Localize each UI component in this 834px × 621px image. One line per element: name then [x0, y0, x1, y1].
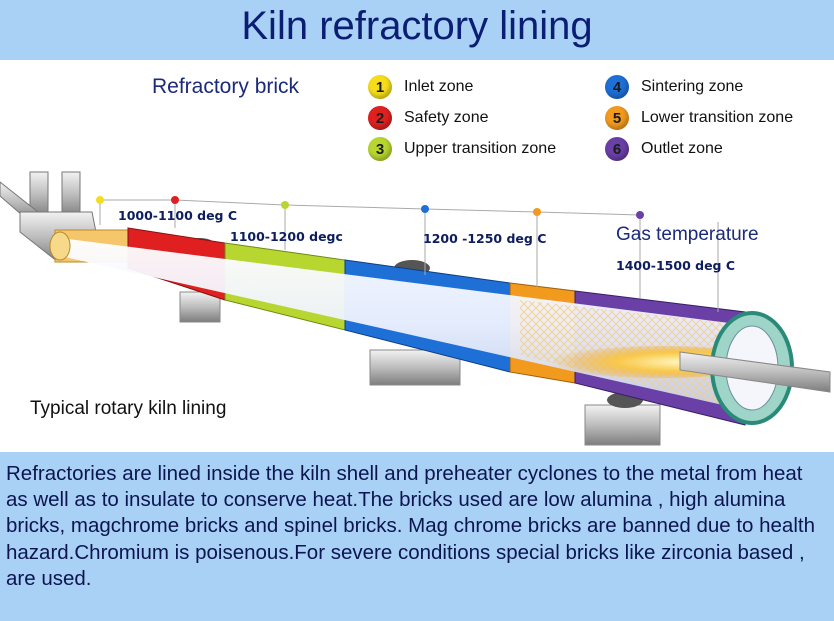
- legend-label: Safety zone: [404, 109, 489, 126]
- description-panel: Refractories are lined inside the kiln s…: [0, 452, 834, 621]
- legend-badge: 3: [368, 137, 392, 161]
- zone-markers: [96, 196, 719, 312]
- feed-pipes: [0, 171, 97, 263]
- temperature-label-3: 1200 -1250 deg C: [423, 231, 547, 246]
- legend-item-outlet: 6 Outlet zone: [605, 137, 723, 161]
- temperature-label-4: 1400-1500 deg C: [616, 258, 736, 273]
- legend-badge: 4: [605, 75, 629, 99]
- marker-safety: [171, 196, 179, 204]
- legend-label: Outlet zone: [641, 140, 723, 157]
- legend-item-inlet: 1 Inlet zone: [368, 75, 473, 99]
- kiln-caption: Typical rotary kiln lining: [30, 398, 227, 419]
- legend-item-upper-transition: 3 Upper transition zone: [368, 137, 556, 161]
- legend-badge: 2: [368, 106, 392, 130]
- legend-badge: 6: [605, 137, 629, 161]
- temperature-label-1: 1000-1100 deg C: [118, 208, 238, 223]
- marker-upper-transition: [281, 201, 289, 209]
- marker-inlet: [96, 196, 104, 204]
- legend-item-sintering: 4 Sintering zone: [605, 75, 743, 99]
- legend-heading: Refractory brick: [152, 75, 300, 98]
- temperature-label-2: 1100-1200 degc: [230, 229, 343, 244]
- legend-item-safety: 2 Safety zone: [368, 106, 489, 130]
- legend-label: Lower transition zone: [641, 109, 794, 126]
- legend-label: Sintering zone: [641, 78, 744, 95]
- legend-label: Inlet zone: [404, 78, 474, 95]
- legend-label: Upper transition zone: [404, 140, 557, 157]
- legend-item-lower-transition: 5 Lower transition zone: [605, 106, 793, 130]
- marker-lower-transition: [533, 208, 541, 216]
- marker-sintering: [421, 205, 429, 213]
- gas-temperature-label: Gas temperature: [616, 224, 759, 245]
- legend-badge: 1: [368, 75, 392, 99]
- marker-outlet: [636, 211, 644, 219]
- legend-badge: 5: [605, 106, 629, 130]
- slide-title: Kiln refractory lining: [241, 4, 593, 48]
- kiln-shell: [49, 227, 831, 426]
- title-bar: Kiln refractory lining: [0, 0, 834, 61]
- description-text: Refractories are lined inside the kiln s…: [6, 462, 815, 590]
